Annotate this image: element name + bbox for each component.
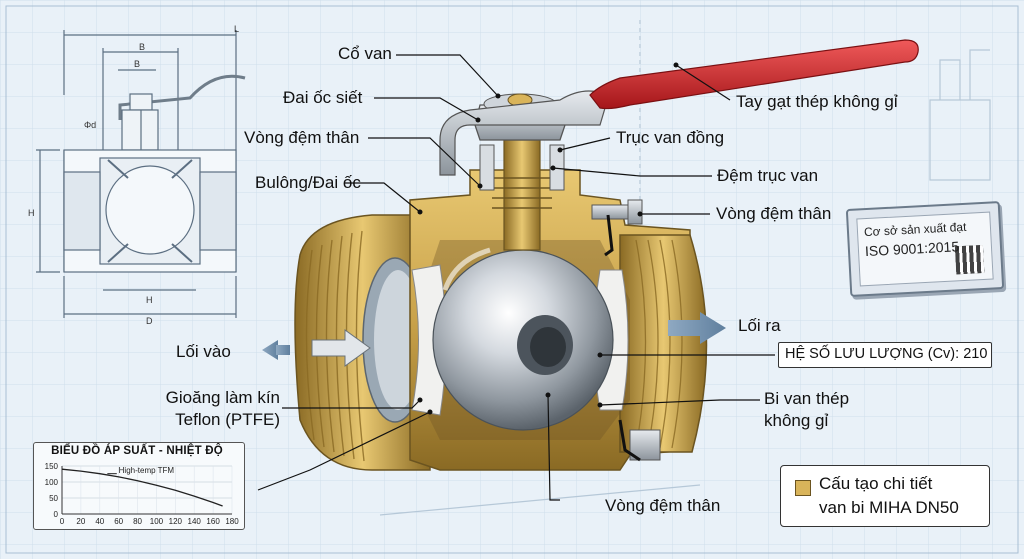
- label-bulong-dai-oc: Bulông/Đai ốc: [255, 173, 361, 192]
- dim-H-left: H: [28, 208, 35, 218]
- leader-dots: [417, 62, 679, 415]
- label-vong-dem-than-top: Vòng đệm thân: [244, 128, 360, 147]
- certificate-line2: ISO 9001:2015: [864, 238, 960, 260]
- background-sketch: [379, 20, 991, 516]
- label-co-van: Cổ van: [338, 44, 392, 63]
- label-gioang-line1: Gioăng làm kín: [165, 388, 280, 407]
- dim-L: L: [234, 24, 239, 34]
- technical-drawing: [36, 30, 246, 318]
- leader-lines: [257, 54, 775, 501]
- label-loi-ra: Lối ra: [738, 316, 781, 335]
- label-loi-vao: Lối vào: [176, 342, 231, 361]
- dim-D: D: [146, 316, 153, 326]
- valve-body: [262, 39, 919, 471]
- chart-title: BIỂU ĐỒ ÁP SUẤT - NHIỆT ĐỘ: [51, 445, 223, 457]
- flow-coefficient-text: HỆ SỐ LƯU LƯỢNG (Cv): 210: [785, 346, 988, 362]
- qr-code-icon: [954, 244, 985, 275]
- label-truc-van: Trục van đồng: [616, 128, 725, 147]
- legend-line2: van bi MIHA DN50: [819, 498, 959, 517]
- label-dem-truc-van: Đệm trục van: [717, 166, 819, 185]
- dim-H-bottom: H: [146, 295, 153, 305]
- certificate-line1: Cơ sở sản xuất đạt: [863, 219, 967, 240]
- label-bi-van-line2: không gỉ: [764, 411, 829, 430]
- label-vong-dem-than-right: Vòng đệm thân: [716, 204, 832, 223]
- dim-B-top: B: [139, 42, 145, 52]
- label-gioang-line2: Teflon (PTFE): [175, 410, 280, 429]
- dim-B: B: [134, 59, 140, 69]
- legend-line1: Cấu tạo chi tiết: [819, 474, 933, 493]
- legend-swatch: [795, 480, 811, 496]
- label-dai-oc-siet: Đai ốc siết: [283, 88, 363, 107]
- legend-box: Cấu tạo chi tiết van bi MIHA DN50: [780, 465, 990, 527]
- label-tay-gat: Tay gạt thép không gỉ: [736, 92, 898, 111]
- iso-certificate-plaque: Cơ sở sản xuất đạt ISO 9001:2015: [845, 201, 1005, 297]
- label-vong-dem-than-bottom: Vòng đệm thân: [605, 496, 721, 515]
- label-bi-van-line1: Bi van thép: [764, 389, 850, 408]
- dim-thread: Φd: [84, 120, 96, 130]
- flow-coefficient-box: HỆ SỐ LƯU LƯỢNG (Cv): 210: [778, 342, 992, 368]
